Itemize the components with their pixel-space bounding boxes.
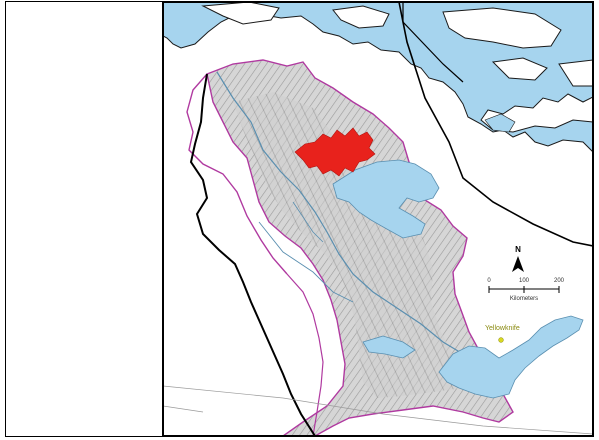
island: [332, 5, 390, 29]
city-dot-icon: [498, 337, 504, 343]
scale-bar: [488, 286, 560, 293]
great-slave-lake: [438, 315, 584, 399]
island: [558, 59, 593, 87]
scale-tick-100: 100: [519, 278, 530, 284]
territory-boundary-north: [398, 2, 593, 247]
liard-river: [258, 221, 354, 303]
map-frame: [163, 2, 593, 436]
map-panel: N 0 100 200 Kilometers Yellowknife: [163, 2, 593, 436]
island: [491, 57, 548, 81]
north-label: N: [515, 245, 521, 254]
territory-boundary-west: [189, 73, 316, 436]
scale-unit-label: Kilometers: [510, 296, 538, 302]
cell-divider: [162, 1, 163, 437]
map-canvas: N 0 100 200 Kilometers Yellowknife: [163, 2, 593, 436]
north-arrow-icon: [512, 256, 524, 272]
mackenzie-river: [216, 71, 482, 363]
lake-arm: [362, 335, 416, 359]
territory-boundary-inner: [402, 2, 464, 83]
basin-boundary-south: [286, 273, 324, 436]
graticule-line: [163, 405, 204, 413]
island: [201, 2, 280, 25]
great-bear-lake: [332, 159, 440, 239]
scale-tick-200: 200: [554, 278, 565, 284]
basin-boundary-west: [186, 73, 288, 275]
scale-tick-0: 0: [487, 278, 491, 284]
lake-cluster: [484, 113, 516, 133]
tributary: [292, 201, 324, 243]
place-label-yellowknife: Yellowknife: [485, 325, 520, 332]
study-area: [294, 127, 376, 177]
empty-left-cell: [6, 2, 161, 436]
graticule-line: [163, 385, 593, 435]
island: [442, 7, 562, 49]
terrain-shading: [233, 92, 463, 398]
